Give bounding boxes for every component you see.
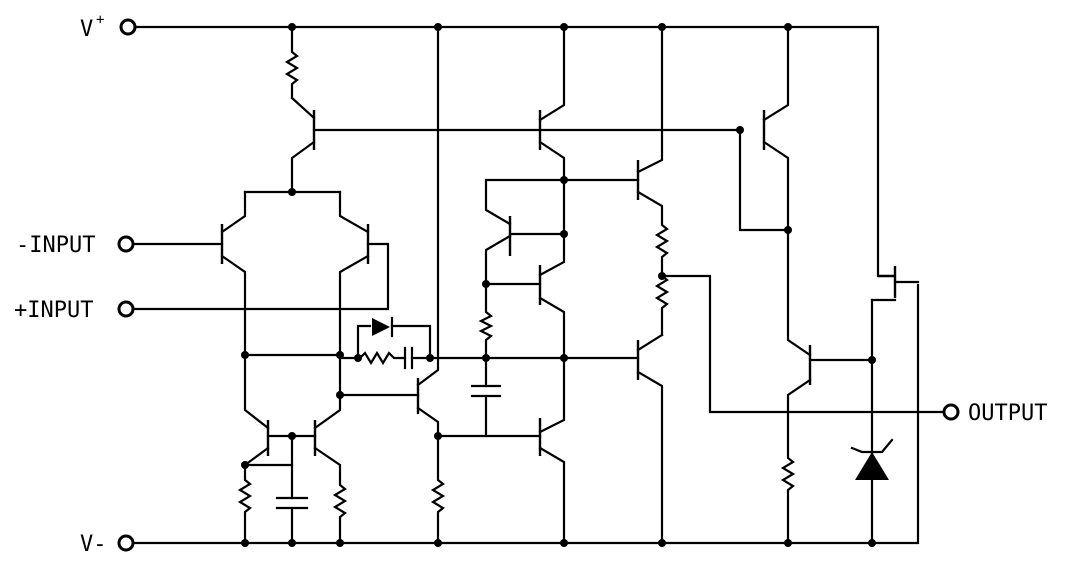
label-output: OUTPUT [968, 401, 1047, 426]
terminal-vplus: V + [80, 12, 137, 42]
terminal-minus-input: -INPUT [16, 233, 135, 258]
label-minus-input: -INPUT [16, 233, 95, 258]
output-stage [636, 25, 946, 545]
compensation-network [338, 316, 488, 397]
label-vplus-sup: + [96, 12, 104, 28]
output-current-limit [738, 25, 920, 545]
junction-dots [241, 23, 876, 547]
label-vminus: V- [80, 532, 107, 557]
current-source-column [484, 25, 640, 545]
terminal-vminus: V- [80, 532, 135, 557]
vminus-rail [131, 283, 920, 545]
label-vplus: V [80, 17, 93, 42]
terminal-output: OUTPUT [942, 401, 1047, 426]
terminal-plus-input: +INPUT [14, 298, 135, 323]
gain-stage [416, 25, 566, 545]
input-stage [131, 25, 742, 545]
vplus-rail [133, 25, 880, 278]
label-plus-input: +INPUT [14, 298, 93, 323]
